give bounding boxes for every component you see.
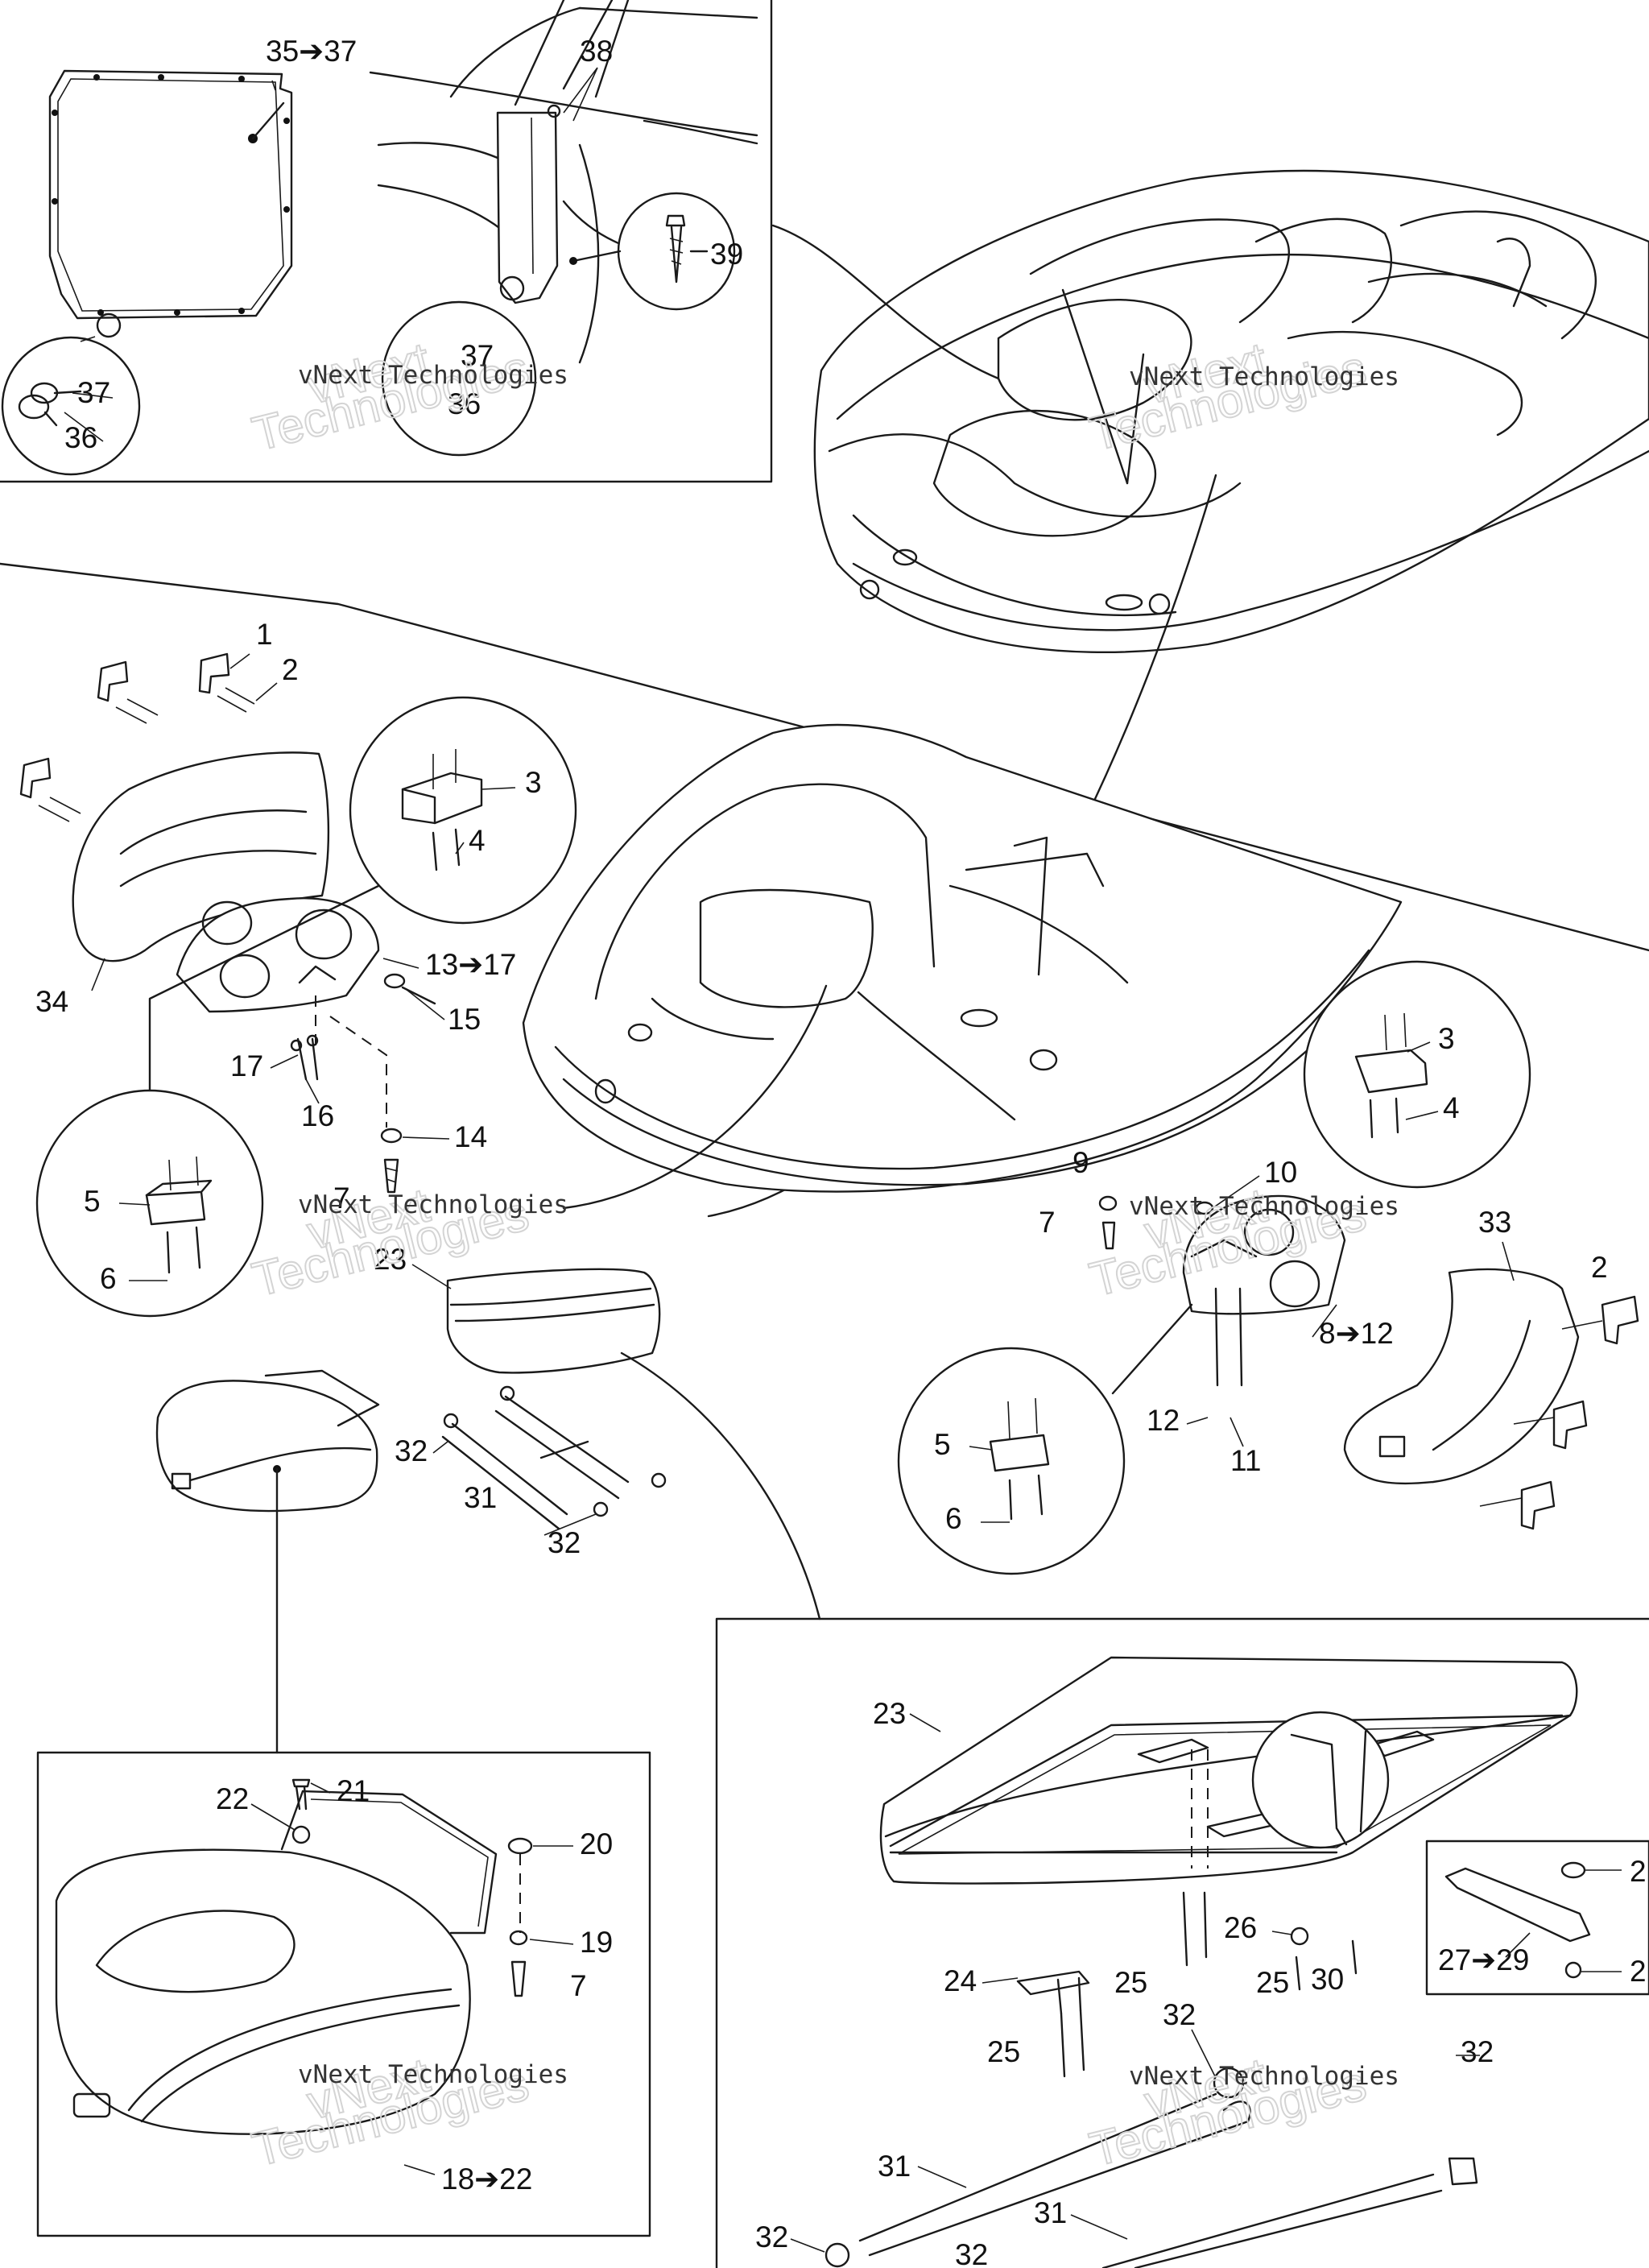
callout-32e: 32 xyxy=(755,2220,788,2254)
callout-5a: 5 xyxy=(84,1185,101,1218)
callout-29a: 2 xyxy=(1630,1855,1647,1888)
callout-27-29: 27➔29 xyxy=(1438,1943,1529,1976)
callout-18-22: 18➔22 xyxy=(441,2162,532,2196)
callout-2b: 2 xyxy=(1591,1251,1608,1284)
console-bracket xyxy=(496,111,559,304)
callout-24: 24 xyxy=(944,1964,977,1997)
callout-16: 16 xyxy=(301,1099,334,1132)
callout-19: 19 xyxy=(580,1926,613,1959)
callout-14: 14 xyxy=(454,1120,487,1153)
callout-25b: 25 xyxy=(1256,1966,1289,1999)
watermark-brand-5: vNext Technologies xyxy=(298,2060,568,2089)
callout-4b: 4 xyxy=(1443,1091,1460,1124)
callout-6a: 6 xyxy=(100,1262,117,1295)
bracket-detail-circle-top-right xyxy=(1303,960,1531,1189)
center-cushion-area xyxy=(155,1268,821,1754)
callout-32f: 32 xyxy=(955,2238,988,2268)
cushion-23-underside xyxy=(879,1656,1578,1885)
engine-cover-panel xyxy=(48,69,293,320)
callout-20: 20 xyxy=(580,1827,613,1860)
leader-lines xyxy=(64,67,1622,2253)
callout-7c: 7 xyxy=(570,1969,587,2002)
callout-21: 21 xyxy=(337,1774,370,1807)
watermark-brand-4: vNext Technologies xyxy=(1129,1192,1399,1221)
callout-15: 15 xyxy=(448,1003,481,1036)
strap-detail-box xyxy=(1425,1840,1649,1996)
watermark-brand-6: vNext Technologies xyxy=(1129,2062,1399,2091)
right-bolster-assembly xyxy=(897,960,1639,1575)
clip-1 xyxy=(19,652,255,822)
watermark-brand-1: vNext Technologies xyxy=(298,361,568,390)
grommet-detail-circle xyxy=(1,336,141,476)
callout-11: 11 xyxy=(1230,1444,1261,1477)
callout-5b: 5 xyxy=(934,1428,951,1461)
fastener-detail-circle xyxy=(381,300,537,457)
watermark-6: vNext Technologies xyxy=(1084,2047,1372,2177)
callout-37b: 37 xyxy=(461,339,494,372)
inset-engine-cover xyxy=(0,0,773,483)
bracket-detail-circle-right xyxy=(897,1347,1126,1575)
callout-30: 30 xyxy=(1311,1963,1344,1996)
speaker-pod-left xyxy=(176,897,380,1013)
callout-31b: 31 xyxy=(878,2150,911,2183)
callout-34: 34 xyxy=(35,985,68,1018)
seat-base xyxy=(155,1380,378,1513)
callout-8-12: 8➔12 xyxy=(1319,1317,1394,1350)
callout-32d: 32 xyxy=(1461,2035,1494,2068)
callout-36b: 36 xyxy=(448,387,481,420)
callout-1: 1 xyxy=(256,618,273,651)
callout-31a: 31 xyxy=(464,1481,497,1514)
callout-25a: 25 xyxy=(1114,1966,1147,1999)
callout-7a: 7 xyxy=(333,1182,350,1215)
callout-labels: 35➔37 38 39 37 36 37 36 1 2 3 4 34 13➔17… xyxy=(35,35,1647,2268)
boat-overview xyxy=(707,169,1649,1218)
callout-4a: 4 xyxy=(469,824,486,857)
watermark-brand-3: vNext Technologies xyxy=(298,1190,568,1219)
inset-cushion-underside xyxy=(715,1617,1649,2268)
callout-13-17: 13➔17 xyxy=(425,948,516,981)
callout-9: 9 xyxy=(1072,1146,1089,1179)
cushion-23 xyxy=(446,1268,661,1374)
strap-detail-circle xyxy=(1251,1711,1390,1849)
callout-7b: 7 xyxy=(1039,1206,1056,1239)
callout-29b: 2 xyxy=(1630,1955,1647,1988)
callout-32a: 32 xyxy=(395,1434,428,1467)
callout-37a: 37 xyxy=(77,376,110,409)
callout-23a: 23 xyxy=(374,1243,407,1276)
callout-32c: 32 xyxy=(1163,1998,1196,2031)
callout-3b: 3 xyxy=(1438,1022,1455,1055)
callout-6b: 6 xyxy=(945,1502,962,1535)
callout-35-37: 35➔37 xyxy=(266,35,357,68)
boat-bow-view xyxy=(0,562,1649,1210)
callout-33: 33 xyxy=(1478,1206,1511,1239)
callout-25c: 25 xyxy=(987,2035,1020,2068)
watermark-brand-2: vNext Technologies xyxy=(1129,362,1399,391)
callout-23b: 23 xyxy=(873,1697,906,1730)
bolster-33 xyxy=(1343,1268,1580,1485)
callout-22a: 22 xyxy=(216,1782,249,1815)
callout-38: 38 xyxy=(580,35,613,68)
callout-26: 26 xyxy=(1224,1911,1257,1944)
left-bolster-assembly xyxy=(19,652,577,1318)
callout-10: 10 xyxy=(1264,1156,1297,1189)
callout-36a: 36 xyxy=(64,421,97,454)
callout-31c: 31 xyxy=(1034,2196,1067,2229)
callout-3a: 3 xyxy=(525,766,542,799)
bracket-detail-circle-left xyxy=(35,1089,264,1318)
callout-12: 12 xyxy=(1147,1404,1180,1437)
inset-seat xyxy=(36,1751,651,2237)
callout-2a: 2 xyxy=(282,653,299,686)
bracket-detail-circle-top-left xyxy=(349,696,577,925)
callout-39: 39 xyxy=(710,238,743,271)
callout-17: 17 xyxy=(230,1049,263,1082)
